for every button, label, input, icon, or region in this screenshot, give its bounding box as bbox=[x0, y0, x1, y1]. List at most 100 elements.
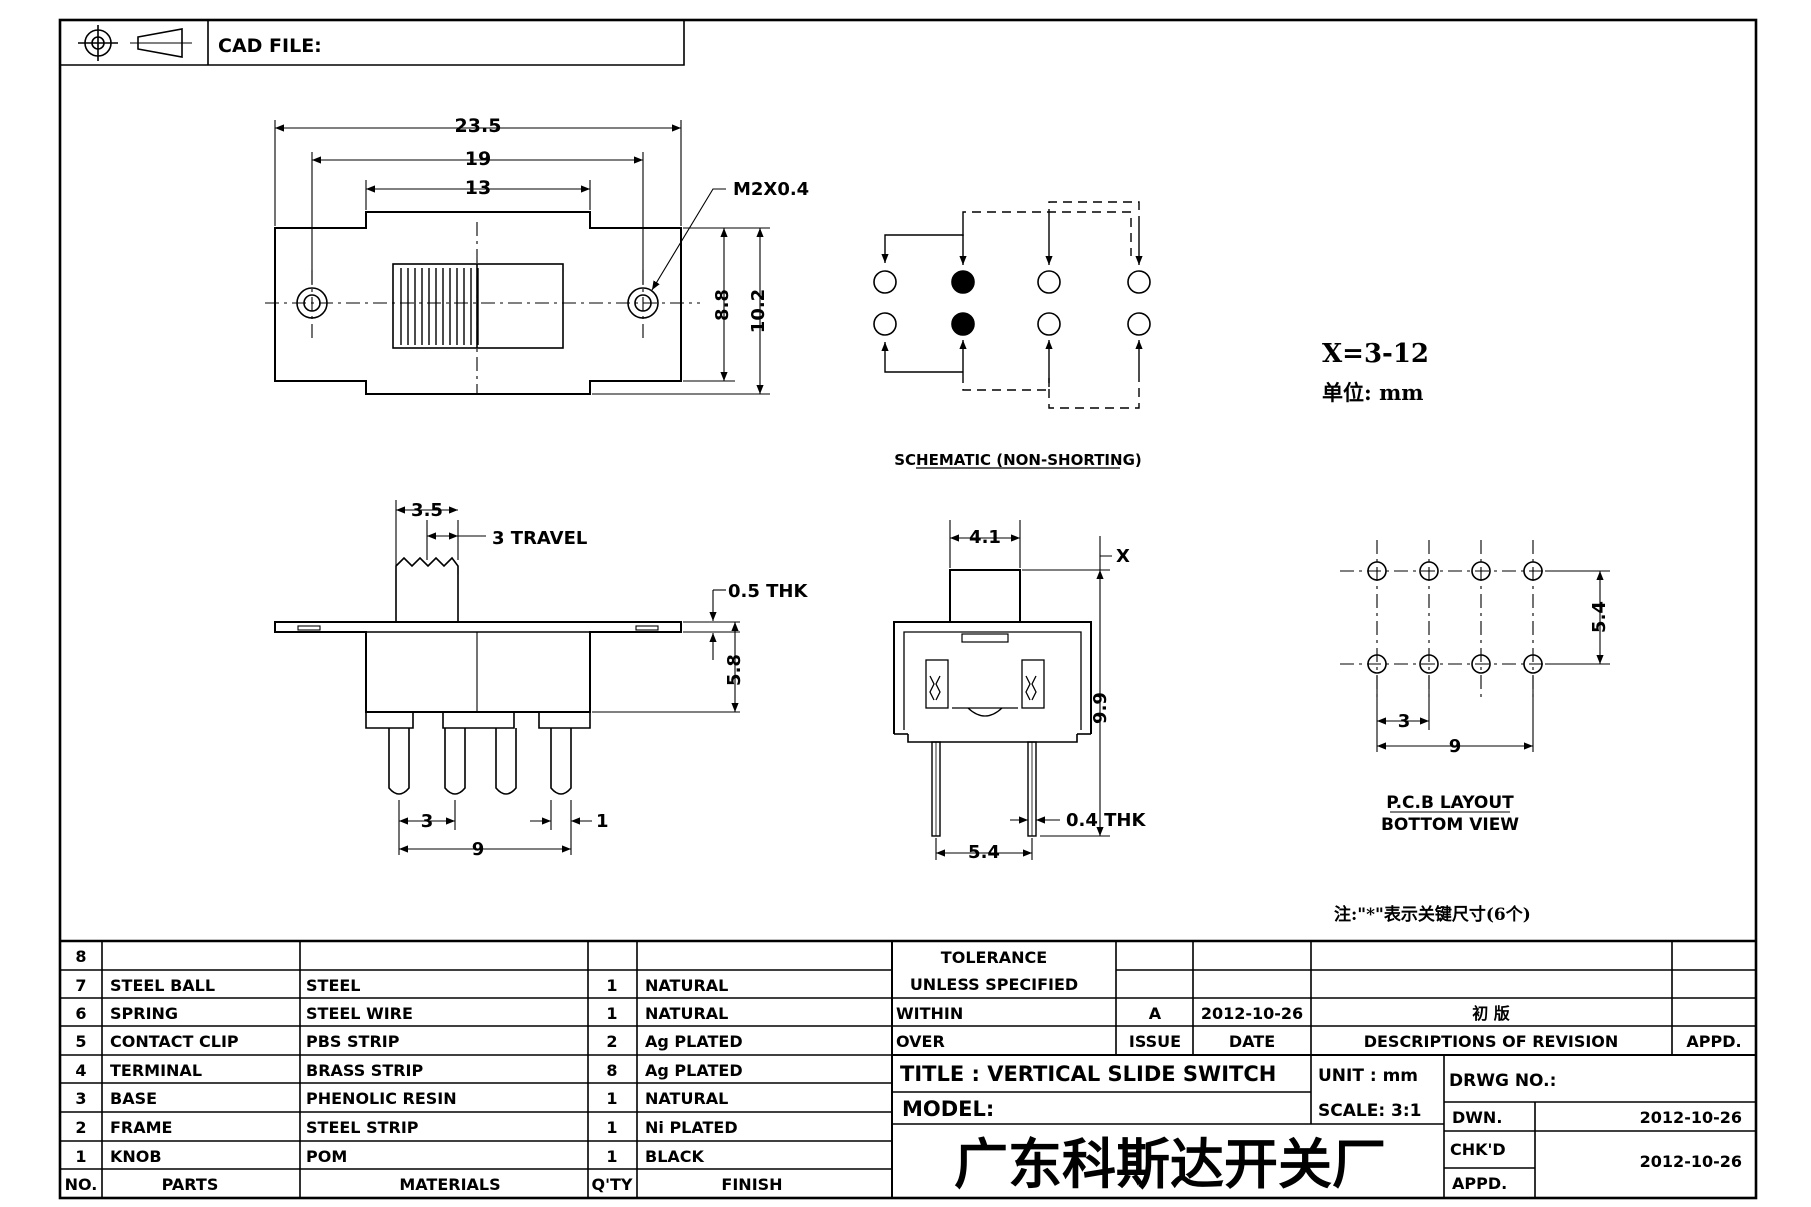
key-dimensions-note: 注:"*"表示关键尺寸(6个) bbox=[1334, 904, 1531, 925]
revision-description: 初 版 bbox=[1472, 1004, 1510, 1023]
dim-overall-width: 23.5 bbox=[455, 115, 502, 137]
bom-row-finish: Ni PLATED bbox=[645, 1118, 738, 1137]
title-block-grid bbox=[60, 939, 1756, 1198]
issue-label: ISSUE bbox=[1129, 1032, 1181, 1051]
bom-row-qty: 1 bbox=[606, 1004, 617, 1023]
bom-header-cell: MATERIALS bbox=[399, 1175, 500, 1194]
knob-ribbing bbox=[400, 268, 479, 345]
dim-total-height: 9.9 bbox=[1090, 692, 1111, 724]
chkd-label: CHK'D bbox=[1450, 1140, 1506, 1159]
x-label: X bbox=[1116, 546, 1130, 567]
bom-row-material: STEEL WIRE bbox=[306, 1004, 413, 1023]
drawing-title: TITLE : VERTICAL SLIDE SWITCH bbox=[900, 1062, 1276, 1086]
header-strip bbox=[60, 20, 685, 66]
unit-field: UNIT : mm bbox=[1318, 1066, 1418, 1086]
bom-row-qty: 1 bbox=[606, 1089, 617, 1108]
bom-row-no: 2 bbox=[75, 1118, 86, 1137]
tolerance-line2: UNLESS SPECIFIED bbox=[910, 975, 1078, 994]
dim-pad-pitch: 3 bbox=[1398, 711, 1411, 732]
sheet-border bbox=[58, 18, 1758, 1200]
bom-row-no: 5 bbox=[75, 1032, 86, 1051]
dim-height-outer: 10.2 bbox=[748, 289, 769, 333]
bom-row-no: 3 bbox=[75, 1089, 86, 1108]
pcb-layout bbox=[1340, 540, 1610, 813]
bom-row-qty: 8 bbox=[606, 1061, 617, 1080]
bom-row-material: POM bbox=[306, 1147, 347, 1166]
tolerance-over: OVER bbox=[896, 1032, 945, 1051]
frame-thickness-label: 0.5 THK bbox=[728, 581, 808, 602]
dwn-date: 2012-10-26 bbox=[1640, 1108, 1742, 1127]
top-view bbox=[265, 120, 770, 395]
bom-row-material: PBS STRIP bbox=[306, 1032, 400, 1051]
date-label: DATE bbox=[1229, 1032, 1275, 1051]
tolerance-line1: TOLERANCE bbox=[941, 948, 1047, 967]
revision-issue: A bbox=[1149, 1004, 1162, 1023]
pcb-caption-line2: BOTTOM VIEW bbox=[1381, 815, 1519, 835]
dim-hole-spacing: 19 bbox=[465, 148, 491, 170]
bom-row-part: FRAME bbox=[110, 1118, 172, 1137]
bom-row-part: STEEL BALL bbox=[110, 976, 215, 995]
travel-label: 3 TRAVEL bbox=[492, 528, 587, 549]
bom-row-material: PHENOLIC RESIN bbox=[306, 1089, 457, 1108]
schematic bbox=[873, 201, 1151, 469]
bom-row-part: KNOB bbox=[110, 1147, 162, 1166]
bom-row-no: 7 bbox=[75, 976, 86, 995]
bom-row-finish: Ag PLATED bbox=[645, 1061, 743, 1080]
dim-knob-width: 3.5 bbox=[411, 500, 443, 521]
pcb-caption-line1: P.C.B LAYOUT bbox=[1386, 793, 1514, 813]
bom-row-qty: 2 bbox=[606, 1032, 617, 1051]
dim-pin-spacing: 5.4 bbox=[968, 842, 1000, 863]
dim-pin-width: 1 bbox=[596, 811, 609, 832]
pin-thickness-label: 0.4 THK bbox=[1066, 810, 1146, 831]
bom-header-cell: NO. bbox=[65, 1175, 98, 1194]
bom-row-no: 6 bbox=[75, 1004, 86, 1023]
bom-header-cell: Q'TY bbox=[592, 1175, 633, 1194]
bom-row-qty: 1 bbox=[606, 1118, 617, 1137]
side-view bbox=[274, 500, 740, 855]
bom-row-part: BASE bbox=[110, 1089, 157, 1108]
scale-field: SCALE: 3:1 bbox=[1318, 1101, 1422, 1121]
bom-row-finish: Ag PLATED bbox=[645, 1032, 743, 1051]
unit-note: 单位: mm bbox=[1322, 380, 1424, 405]
bom-row-no: 8 bbox=[75, 947, 86, 966]
bom-row-finish: BLACK bbox=[645, 1147, 705, 1166]
bom-row-part: CONTACT CLIP bbox=[110, 1032, 239, 1051]
company-name: 广东科斯达开关厂 bbox=[954, 1132, 1386, 1196]
chkd-date: 2012-10-26 bbox=[1640, 1152, 1742, 1171]
bom-row-no: 1 bbox=[75, 1147, 86, 1166]
bom-row-material: STEEL STRIP bbox=[306, 1118, 419, 1137]
model-label: MODEL: bbox=[902, 1097, 994, 1121]
revision-appd-label: APPD. bbox=[1686, 1032, 1741, 1051]
dim-height-inner: 8.8 bbox=[712, 289, 733, 321]
drawing-number-label: DRWG NO.: bbox=[1449, 1071, 1556, 1091]
tolerance-within: WITHIN bbox=[896, 1004, 963, 1023]
bom-header-cell: FINISH bbox=[721, 1175, 782, 1194]
bom-header-cell: PARTS bbox=[162, 1175, 219, 1194]
bom-row-no: 4 bbox=[75, 1061, 86, 1080]
schematic-caption: SCHEMATIC (NON-SHORTING) bbox=[894, 451, 1142, 469]
appd-label: APPD. bbox=[1452, 1174, 1507, 1193]
bom-row-material: BRASS STRIP bbox=[306, 1061, 424, 1080]
revision-date: 2012-10-26 bbox=[1201, 1004, 1303, 1023]
thread-label: M2X0.4 bbox=[733, 179, 809, 200]
bom-row-qty: 1 bbox=[606, 1147, 617, 1166]
cad-file-label: CAD FILE: bbox=[218, 35, 322, 57]
dim-knob-depth: 4.1 bbox=[969, 527, 1001, 548]
dim-slot-length: 13 bbox=[465, 177, 491, 199]
bom-row-qty: 1 bbox=[606, 976, 617, 995]
contact-springs bbox=[929, 675, 1037, 701]
dwn-label: DWN. bbox=[1452, 1108, 1502, 1127]
bom-row-finish: NATURAL bbox=[645, 1004, 728, 1023]
dim-pin-pitch: 3 bbox=[421, 811, 434, 832]
dim-pad-span: 9 bbox=[1449, 736, 1462, 757]
dim-row-spacing: 5.4 bbox=[1589, 601, 1610, 633]
bom-row-material: STEEL bbox=[306, 976, 361, 995]
projection-symbol-icon bbox=[78, 25, 192, 61]
x-range-note: X=3-12 bbox=[1322, 339, 1429, 369]
bom-row-part: TERMINAL bbox=[110, 1061, 202, 1080]
bom-row-finish: NATURAL bbox=[645, 976, 728, 995]
dim-body-height: 5.8 bbox=[724, 654, 745, 686]
end-view bbox=[893, 520, 1112, 860]
